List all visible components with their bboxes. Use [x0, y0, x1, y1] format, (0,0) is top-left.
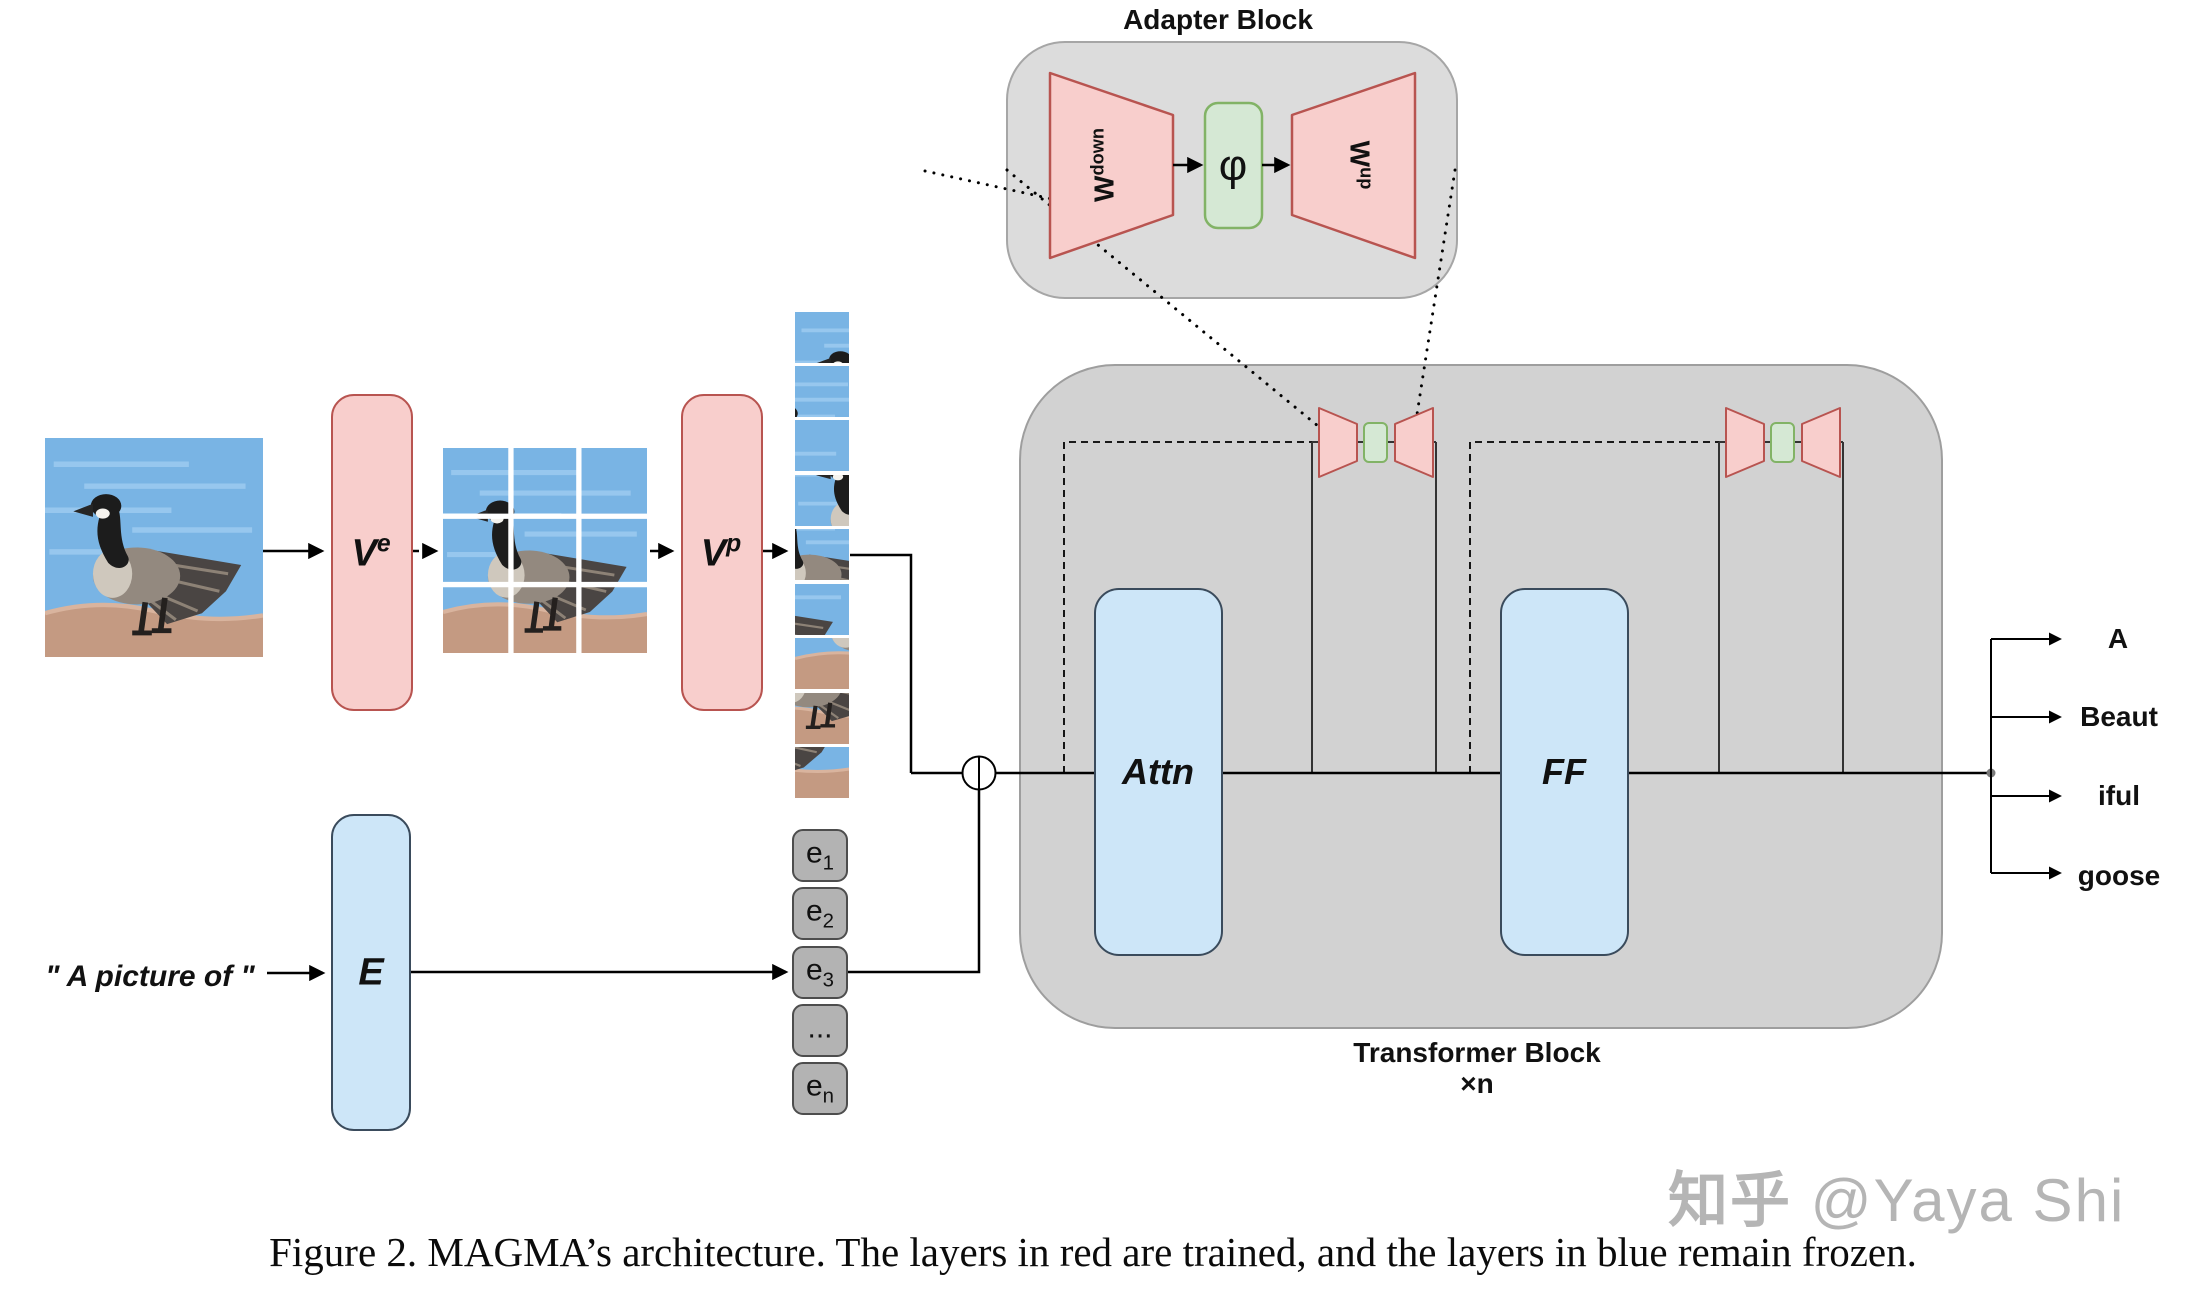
w-down-trapezoid [1048, 71, 1175, 260]
transformer-block [1019, 364, 1943, 1029]
token-e3-label: e3 [805, 953, 835, 992]
patch-line [850, 553, 913, 773]
output-word-beaut: Beaut [2080, 701, 2158, 732]
mini-adapter2-up [1801, 407, 1841, 478]
token-box-en [792, 1062, 848, 1115]
transformer-label-line2: ×n [1460, 1068, 1494, 1099]
adapter-block-title: Adapter Block [1123, 4, 1313, 35]
w-up-sup: up [1356, 167, 1377, 190]
mini-adapter1-up [1394, 407, 1434, 478]
dotted-leader-right [1411, 168, 1457, 442]
vp-sup: p [726, 530, 742, 558]
mini-adapter2-down [1725, 407, 1765, 478]
patch-8 [795, 693, 849, 744]
mini-adapter1-phi [1363, 422, 1388, 463]
output-word-a: A [2107, 623, 2129, 654]
token-dots-label: ... [807, 1011, 833, 1045]
token-en-label: en [805, 1069, 835, 1108]
patch-1 [795, 312, 849, 363]
dotted-leader-left [1005, 168, 1337, 442]
watermark: 知乎 @Yaya Shi [1668, 1152, 2125, 1239]
prompt-text: " A picture of " [45, 960, 255, 993]
patch-5 [795, 529, 849, 580]
watermark-site: 知乎 [1668, 1167, 1792, 1234]
dotted-leader-left-outer [923, 169, 1054, 201]
w-up-trapezoid [1290, 71, 1417, 260]
attn-box [1094, 588, 1223, 956]
token-box-e2 [792, 887, 848, 940]
patch-2 [795, 366, 849, 417]
vp-base: V [700, 532, 727, 575]
token-box-e1 [792, 829, 848, 882]
transformer-label-line1: Transformer Block [1353, 1037, 1601, 1068]
e-label: E [358, 951, 384, 994]
ff-box [1500, 588, 1629, 956]
vp-label: Vp [701, 531, 741, 576]
token-e2-label: e2 [805, 894, 835, 933]
token-box-dots [792, 1004, 848, 1057]
output-word-goose: goose [2077, 860, 2161, 891]
patch-9 [795, 747, 849, 798]
token-e1-label: e1 [805, 836, 835, 875]
w-down-base: W [1088, 175, 1120, 202]
e-box [331, 814, 411, 1131]
figure-caption: Figure 2. MAGMA’s architecture. The laye… [269, 1229, 1917, 1275]
grid-lines [443, 448, 647, 653]
patch-strip [795, 312, 849, 799]
patch-3 [795, 420, 849, 471]
patch-7 [795, 638, 849, 689]
goose-photo-gridded [443, 448, 647, 653]
token-line-up [847, 790, 981, 974]
ve-sup: e [376, 530, 391, 558]
goose-photo [45, 438, 263, 657]
attn-label: Attn [1122, 751, 1194, 792]
w-up-label: Wup [1343, 141, 1376, 190]
patch-6 [795, 584, 849, 635]
ve-label: Ve [351, 531, 390, 576]
vp-box [681, 394, 763, 711]
skip-path-attn [1063, 441, 1312, 773]
patch-4 [795, 475, 849, 526]
output-word-iful: iful [2098, 780, 2140, 811]
skip-path-ff [1469, 441, 1719, 773]
mini-adapter1-down [1318, 407, 1358, 478]
mini-adapter2-phi [1770, 422, 1795, 463]
w-down-label: Wdown [1087, 128, 1120, 202]
watermark-user: @Yaya Shi [1810, 1167, 2126, 1234]
ve-base: V [351, 532, 377, 575]
phi-label: φ [1218, 141, 1248, 190]
w-up-base: W [1344, 140, 1376, 168]
ff-label: FF [1542, 751, 1586, 792]
ve-box [331, 394, 413, 711]
w-down-sup: down [1087, 128, 1108, 176]
token-box-e3 [792, 946, 848, 999]
